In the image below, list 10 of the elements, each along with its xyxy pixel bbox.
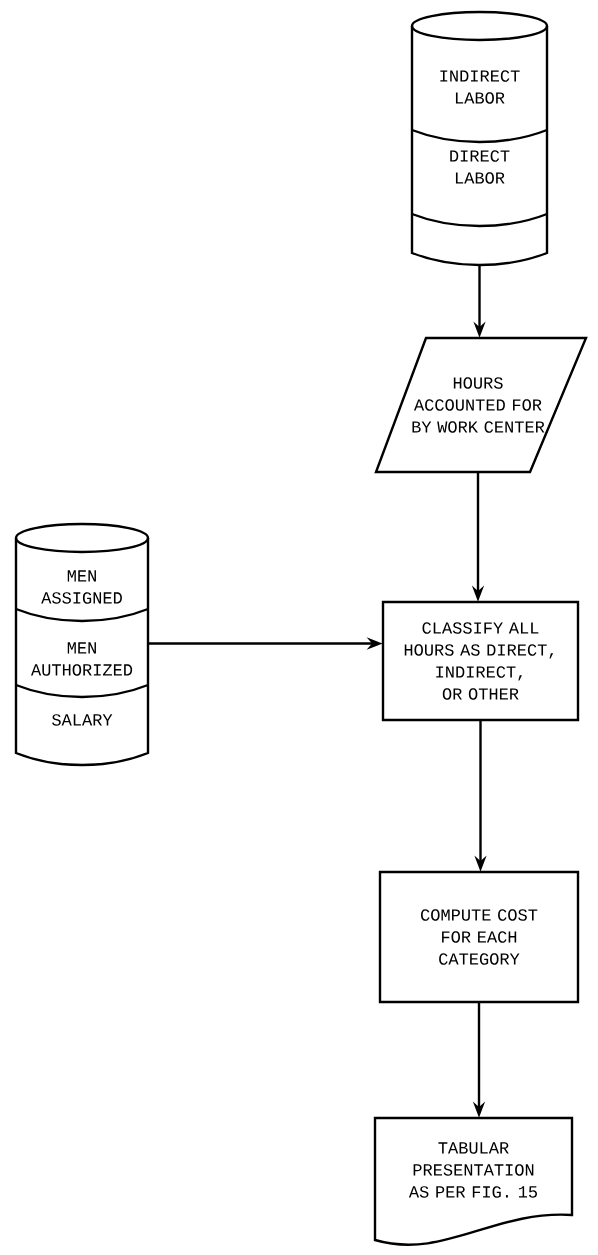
node-label: DIRECT LABOR xyxy=(450,150,510,184)
node-label: MEN AUTHORIZED xyxy=(30,642,133,676)
node-label: MEN ASSIGNED xyxy=(41,570,122,604)
storage-cylinder: MEN ASSIGNED MEN AUTHORIZED SALARY xyxy=(14,522,150,767)
node-label: SALARY xyxy=(52,714,113,726)
node-label: INDIRECT LABOR xyxy=(440,70,520,104)
process-box: CLASSIFY ALL HOURS AS DIRECT, INDIRECT, OR OTHER xyxy=(381,600,580,722)
storage-cylinder: INDIRECT LABOR DIRECT LABOR xyxy=(410,10,549,267)
input-parallelogram: HOURS ACCOUNTED FOR BY WORK CENTER xyxy=(374,336,588,474)
process-box: COMPUTE COST FOR EACH CATEGORY xyxy=(378,870,580,1004)
